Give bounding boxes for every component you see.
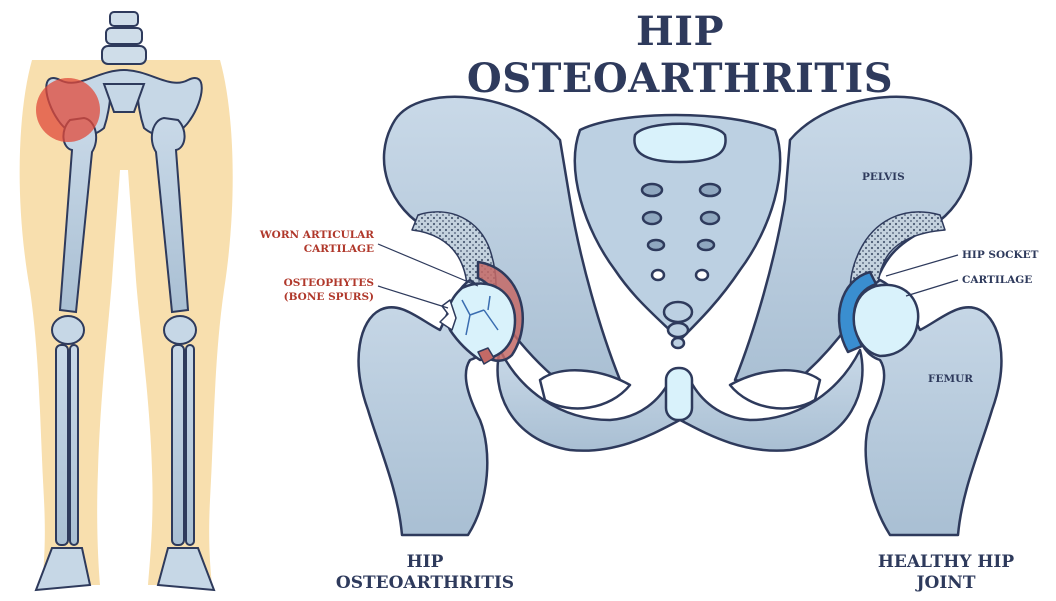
cartilage-label: CARTILAGE bbox=[962, 273, 1032, 287]
left-femur bbox=[359, 262, 523, 535]
femur-label: FEMUR bbox=[928, 372, 973, 386]
right-femur bbox=[839, 272, 1001, 535]
worn-cartilage-line-2: CARTILAGE bbox=[240, 242, 374, 256]
worn-cartilage-line-1: WORN ARTICULAR bbox=[240, 228, 374, 242]
pain-spot bbox=[36, 78, 100, 142]
right-caption-line-2: JOINT bbox=[846, 573, 1046, 594]
osteophytes-line-1: OSTEOPHYTES bbox=[240, 276, 374, 290]
pubic-symphysis bbox=[666, 368, 692, 420]
pelvis-label: PELVIS bbox=[862, 170, 905, 184]
osteophytes-label: OSTEOPHYTES (BONE SPURS) bbox=[240, 276, 374, 304]
osteophytes-line-2: (BONE SPURS) bbox=[240, 290, 374, 304]
right-caption: HEALTHY HIP JOINT bbox=[846, 552, 1046, 594]
lumbar-disc bbox=[634, 124, 725, 162]
legs-figure bbox=[20, 12, 233, 590]
right-caption-line-1: HEALTHY HIP bbox=[846, 552, 1046, 573]
hip-socket-label: HIP SOCKET bbox=[962, 248, 1038, 262]
left-caption-line-2: OSTEOARTHRITIS bbox=[310, 573, 540, 594]
leg-silhouette bbox=[20, 60, 233, 585]
left-caption-line-1: HIP bbox=[310, 552, 540, 573]
left-caption: HIP OSTEOARTHRITIS bbox=[310, 552, 540, 594]
worn-cartilage-label: WORN ARTICULAR CARTILAGE bbox=[240, 228, 374, 256]
page-title: HIP OSTEOARTHRITIS bbox=[430, 8, 930, 102]
